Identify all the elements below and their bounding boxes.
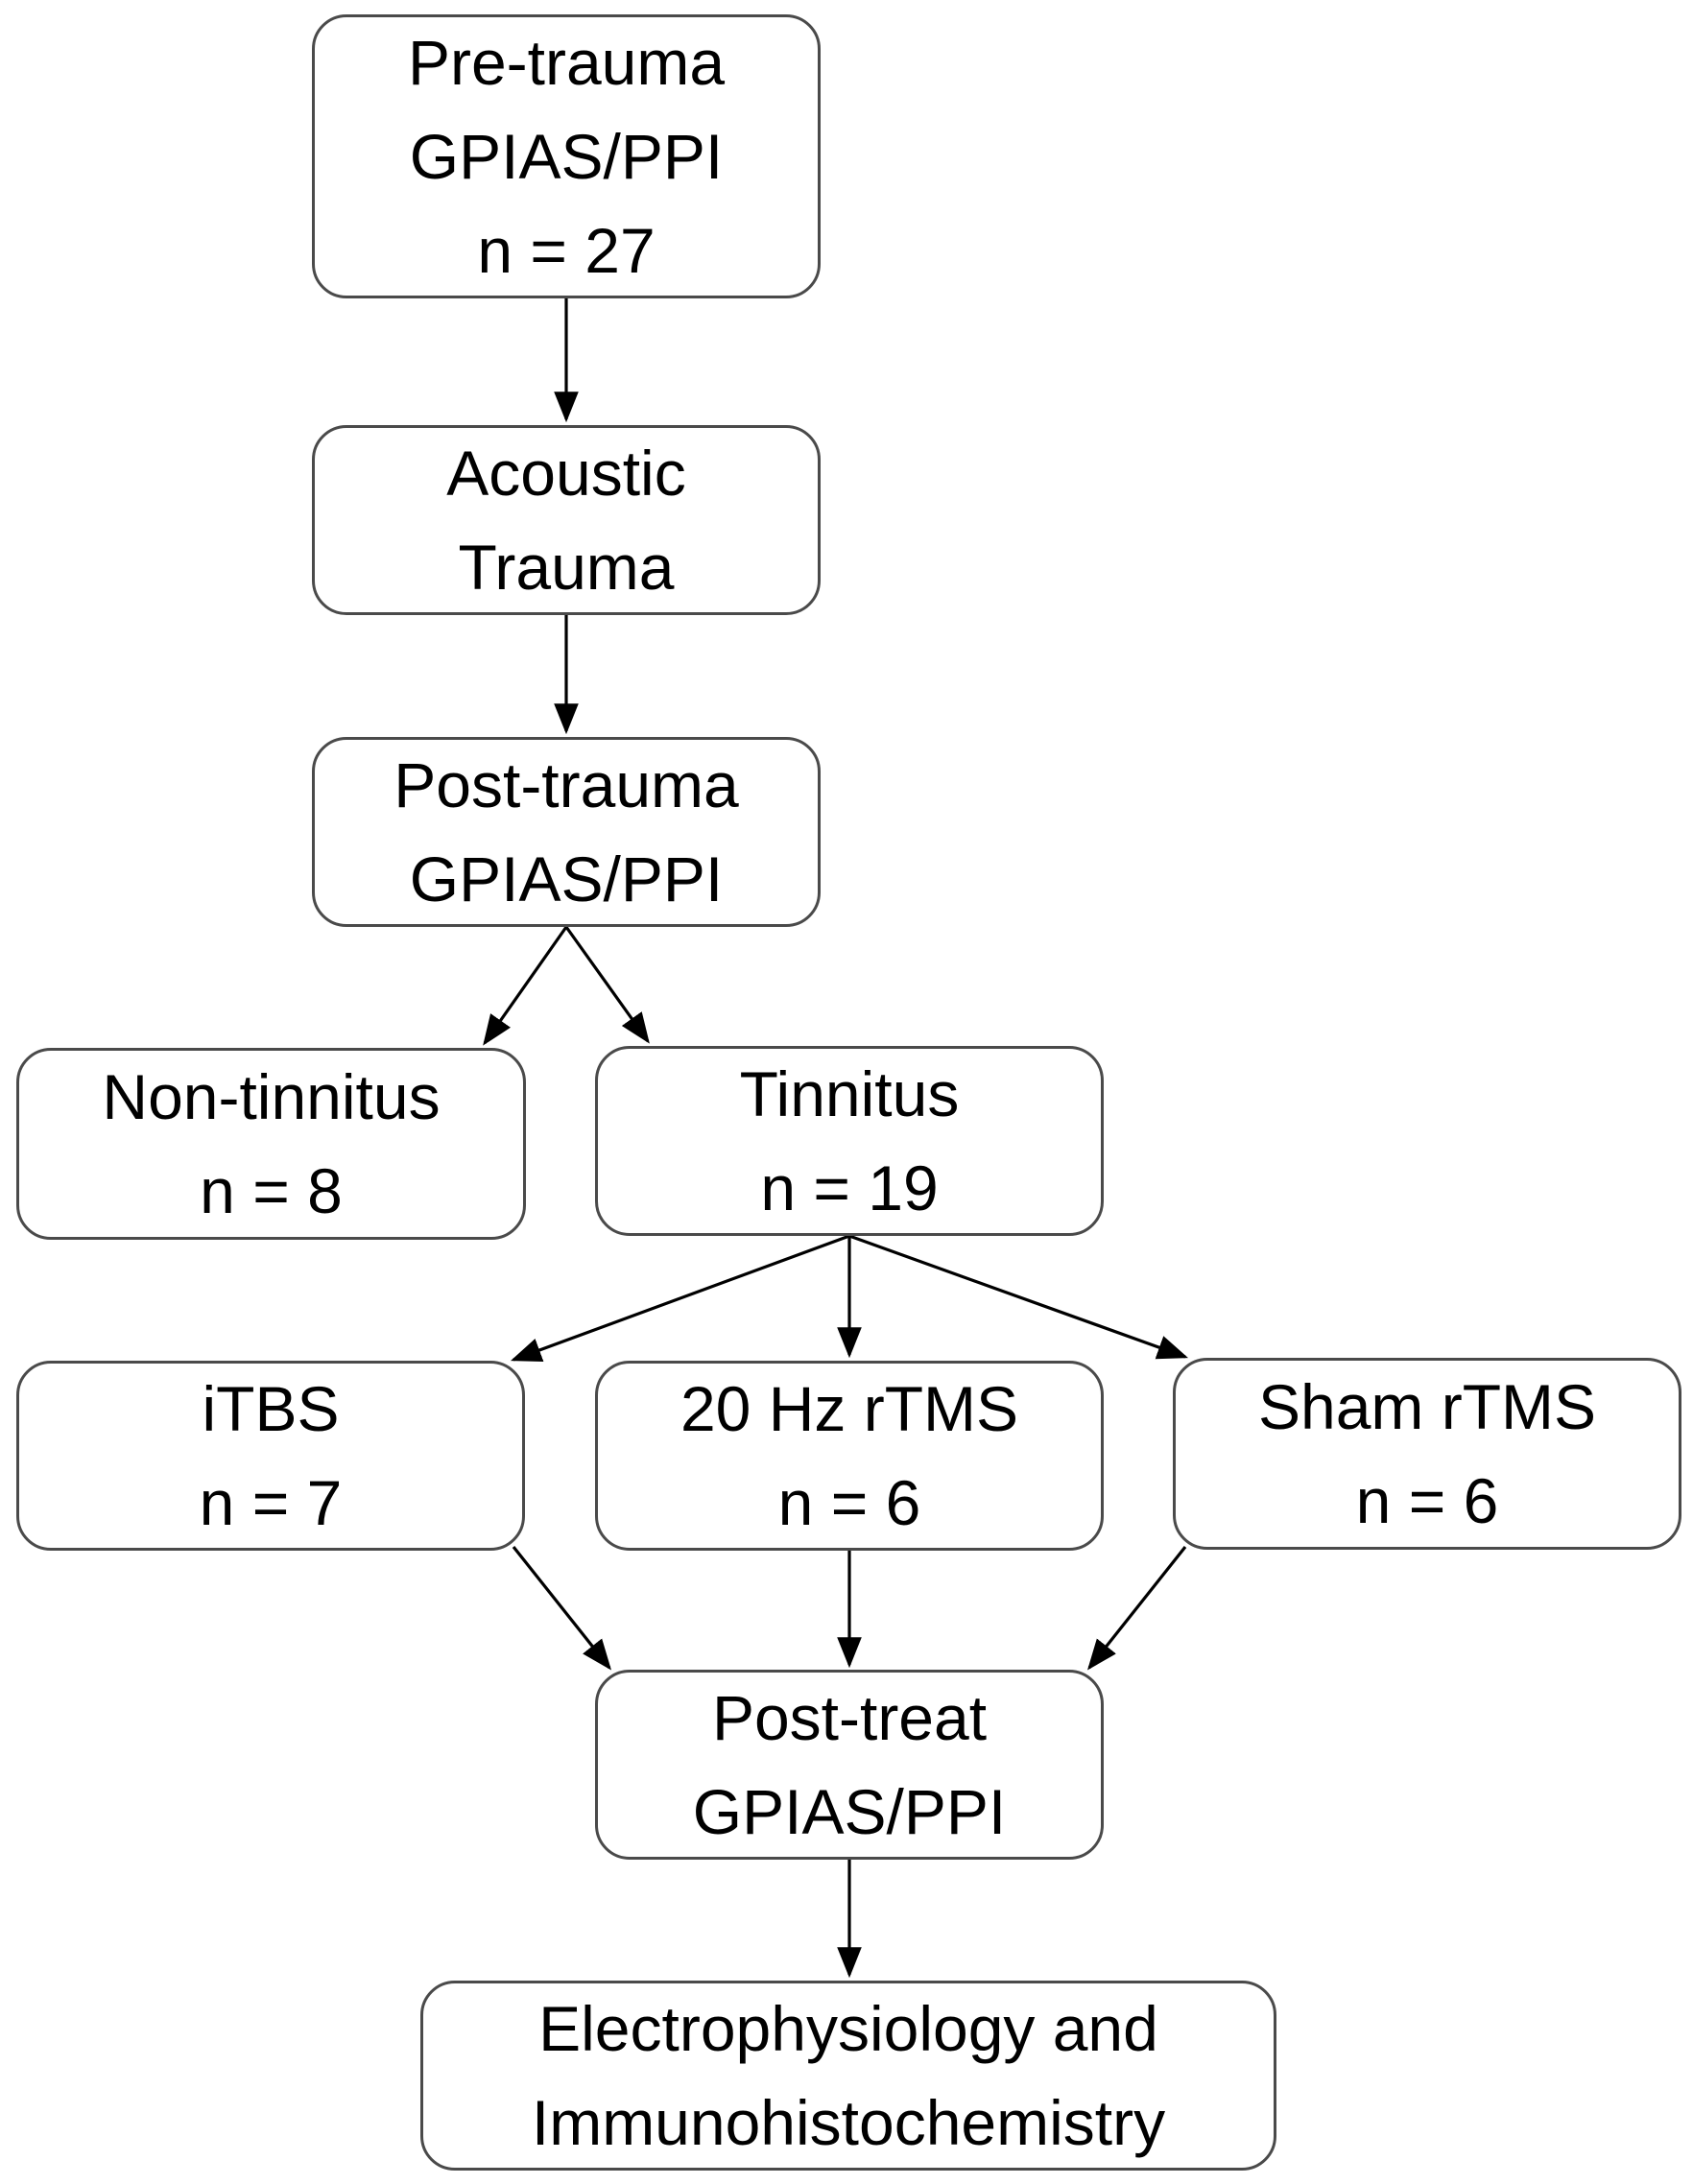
itbs-count: n = 7 [199,1467,343,1538]
arrow-post-trauma-to-tinnitus [564,926,650,1044]
acoustic-trauma-node: Acoustic Trauma [312,425,821,615]
post-trauma-title: Post-trauma [393,749,739,820]
tinnitus-title: Tinnitus [739,1058,960,1129]
non-tinnitus-title: Non-tinnitus [102,1061,441,1132]
pre-trauma-title: Pre-trauma [407,27,726,98]
non-tinnitus-count: n = 8 [200,1155,343,1226]
electrophysiology-node: Electrophysiology and Immunohistochemist… [420,1981,1276,2171]
acoustic-trauma-line1: Acoustic [446,438,686,509]
tinnitus-node: Tinnitus n = 19 [595,1046,1104,1236]
arrow-tinnitus-to-itbs [510,1234,850,1363]
rtms-20hz-count: n = 6 [777,1467,921,1538]
acoustic-trauma-line2: Trauma [458,532,675,603]
pre-trauma-node: Pre-trauma GPIAS/PPI n = 27 [312,14,821,298]
post-treat-node: Post-treat GPIAS/PPI [595,1670,1104,1860]
electrophysiology-line2: Immunohistochemistry [531,2087,1166,2158]
rtms-20hz-node: 20 Hz rTMS n = 6 [595,1361,1104,1551]
electrophysiology-line1: Electrophysiology and [538,1993,1158,2064]
post-trauma-node: Post-trauma GPIAS/PPI [312,737,821,927]
arrow-post-trauma-to-non-tinnitus [483,926,568,1046]
pre-trauma-count: n = 27 [477,215,656,286]
arrow-tinnitus-to-sham-rtms [848,1234,1189,1360]
tinnitus-count: n = 19 [760,1152,939,1223]
sham-rtms-count: n = 6 [1355,1465,1499,1536]
post-treat-measure: GPIAS/PPI [692,1776,1007,1847]
arrow-itbs-to-post-treat [512,1546,611,1671]
itbs-title: iTBS [202,1373,340,1444]
rtms-20hz-title: 20 Hz rTMS [680,1373,1019,1444]
sham-rtms-title: Sham rTMS [1257,1371,1597,1442]
post-treat-title: Post-treat [711,1682,988,1753]
sham-rtms-node: Sham rTMS n = 6 [1173,1358,1681,1550]
pre-trauma-measure: GPIAS/PPI [409,121,724,192]
non-tinnitus-node: Non-tinnitus n = 8 [16,1048,526,1240]
arrow-sham-rtms-to-post-treat [1087,1546,1187,1671]
itbs-node: iTBS n = 7 [16,1361,525,1551]
post-trauma-measure: GPIAS/PPI [409,843,724,914]
